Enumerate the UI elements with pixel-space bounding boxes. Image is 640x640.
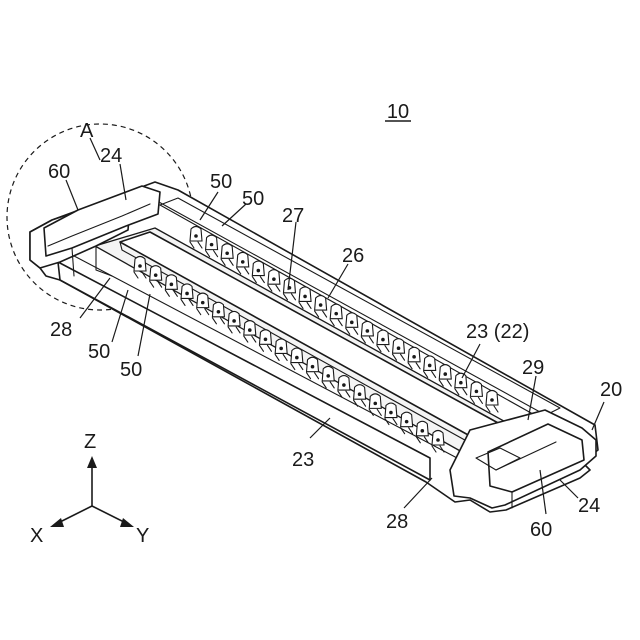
label-28-right: 28	[386, 511, 408, 533]
axis-z-label: Z	[84, 431, 96, 453]
label-23-front: 23	[292, 449, 314, 471]
label-26: 26	[342, 245, 364, 267]
label-detail-a: A	[80, 120, 94, 142]
label-24-left: 24	[100, 145, 122, 167]
label-50-c: 50	[88, 341, 110, 363]
figure-number: 10	[387, 101, 409, 123]
label-29: 29	[522, 357, 544, 379]
label-24-right: 24	[578, 495, 600, 517]
label-50-d: 50	[120, 359, 142, 381]
label-20: 20	[600, 379, 622, 401]
coordinate-axes: Z X Y	[30, 431, 149, 547]
label-50-b: 50	[242, 188, 264, 210]
axis-x-label: X	[30, 525, 43, 547]
label-60-left: 60	[48, 161, 70, 183]
axis-y-label: Y	[136, 525, 149, 547]
label-50-a: 50	[210, 171, 232, 193]
label-60-right: 60	[530, 519, 552, 541]
label-23-22: 23 (22)	[466, 321, 529, 343]
label-28-left: 28	[50, 319, 72, 341]
label-27: 27	[282, 205, 304, 227]
